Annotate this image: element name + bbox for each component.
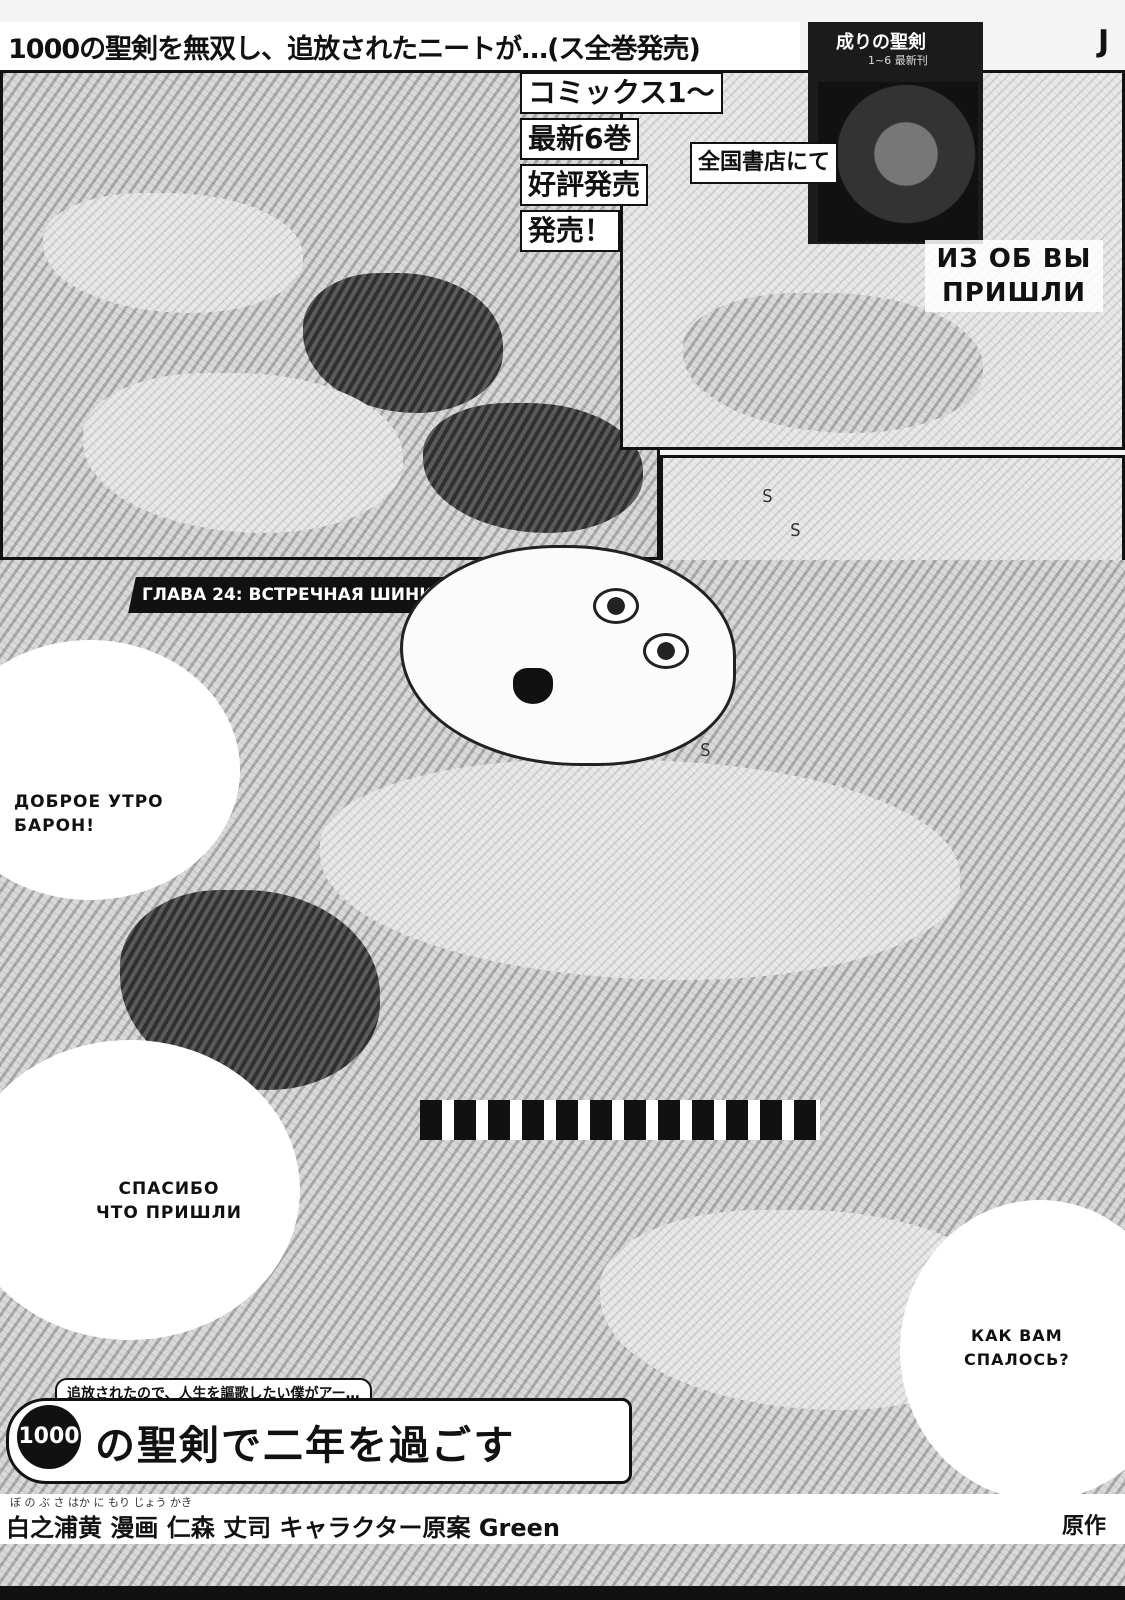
promo-block-2: 全国書店にて [690, 140, 990, 186]
speech-bubble [0, 640, 240, 900]
caption-line: СПАСИБО [118, 1179, 220, 1199]
promo-line: 最新6巻 [520, 118, 640, 160]
logo-title: の聖剣で二年を過ごす [95, 1423, 516, 1469]
cover-title: 成りの聖剣 [836, 32, 926, 53]
bottom-bar [0, 1586, 1125, 1600]
gate-pattern [420, 1100, 820, 1140]
caption-line: ПРИШЛИ [941, 278, 1087, 308]
credits-extra: 原作 [1062, 1514, 1107, 1539]
caption-bottom-right: КАК ВАМ СПАЛОСЬ? [960, 1322, 1074, 1374]
caption-line: ИЗ ОБ ВЫ [936, 244, 1092, 274]
caption-line: СПАЛОСЬ? [964, 1350, 1070, 1369]
caption-line: КАК ВАМ [971, 1326, 1063, 1345]
character-face [400, 545, 736, 766]
castle-wall [320, 760, 960, 980]
credits-ruby: ぼ の ぶ さ はか に もり じょう かき [10, 1496, 192, 1509]
caption-line: ДОБРОЕ УТРО [14, 792, 164, 812]
eye [643, 633, 689, 669]
sfx-s: S [762, 486, 773, 507]
rock [43, 193, 303, 313]
top-banner: 1000の聖剣を無双し、追放されたニートが…(ス全巻発売) [0, 22, 800, 70]
caption-line: ЧТО ПРИШЛИ [96, 1203, 242, 1223]
promo-block: コミックス1～ 最新6巻 好評発売 発売！ [520, 70, 820, 254]
caption-line: БАРОН! [14, 816, 96, 836]
caption-middle: СПАСИБО ЧТО ПРИШЛИ [92, 1175, 246, 1227]
series-logo: 1000 の聖剣で二年を過ごす [6, 1398, 632, 1484]
logo-number: 1000 [17, 1405, 81, 1469]
sfx-s: S [790, 520, 801, 541]
cover-art [818, 82, 978, 242]
rock [423, 403, 643, 533]
promo-line: 発売！ [520, 210, 621, 252]
promo-line: 全国書店にて [690, 142, 839, 184]
caption-top-right: ИЗ ОБ ВЫ ПРИШЛИ [925, 240, 1103, 312]
promo-line: 好評発売 [520, 164, 649, 206]
sfx-s: S [700, 740, 711, 761]
caption-left: ДОБРОЕ УТРО БАРОН! [10, 788, 168, 840]
book-cover: 成りの聖剣 1~6 最新刊 [808, 22, 983, 244]
mouth [513, 668, 553, 704]
credits-line: 白之浦黄 漫画 仁森 丈司 キャラクター原案 Green [6, 1514, 560, 1542]
credits-bar: ぼ の ぶ さ はか に もり じょう かき 白之浦黄 漫画 仁森 丈司 キャラ… [0, 1494, 1125, 1544]
cover-subtitle: 1~6 最新刊 [868, 54, 928, 67]
rock [303, 273, 503, 413]
rock [683, 293, 983, 433]
promo-line: コミックス1～ [520, 72, 723, 114]
eye [593, 588, 639, 624]
rock [83, 373, 403, 533]
banner-edge-mark: J [1098, 24, 1110, 59]
banner-headline: 1000の聖剣を無双し、追放されたニートが…(ス全巻発売) [8, 33, 701, 65]
